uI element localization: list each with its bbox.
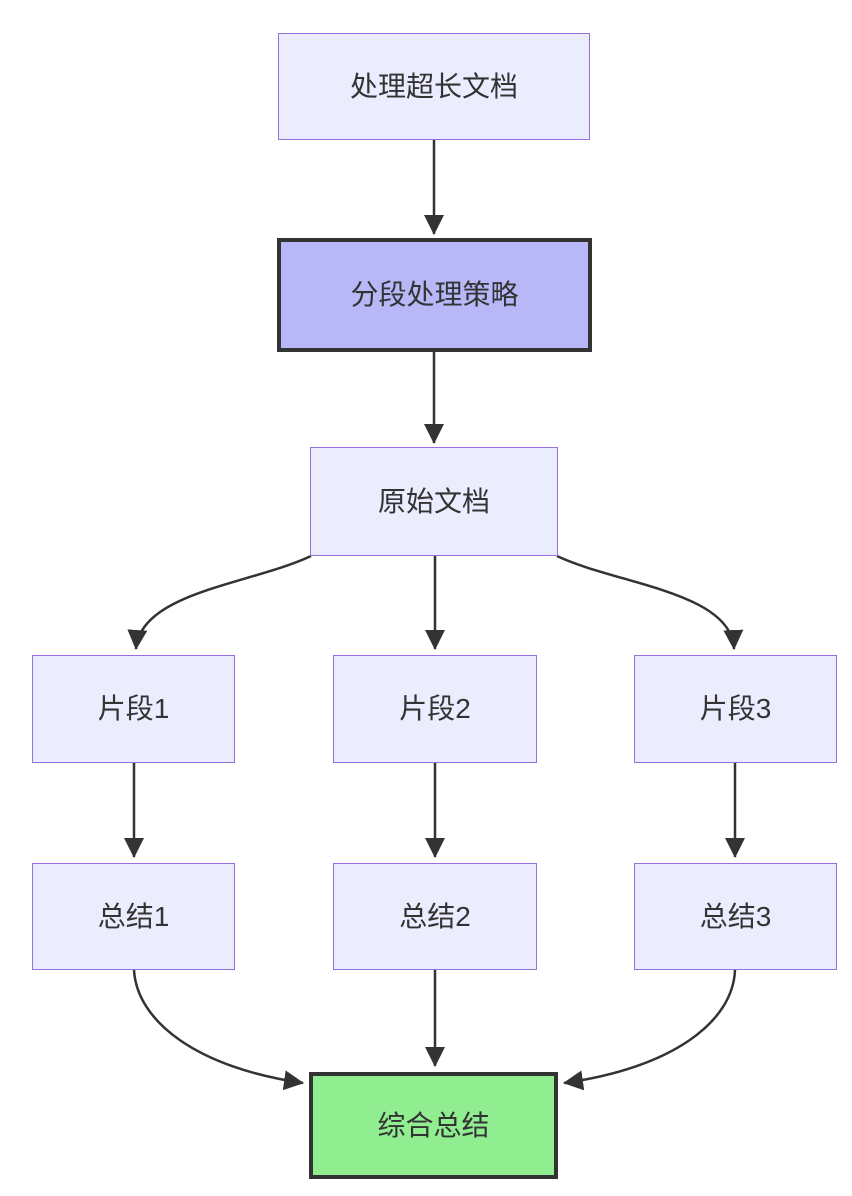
node-fragment-1-label: 片段1 <box>97 693 170 725</box>
edge-sum3-final <box>563 969 737 1091</box>
node-fragment-3-label: 片段3 <box>699 693 772 725</box>
node-handle-long-document-label: 处理超长文档 <box>349 70 518 102</box>
node-summary-1-label: 总结1 <box>97 900 170 932</box>
node-fragment-1: 片段1 <box>32 655 235 763</box>
node-segmentation-strategy: 分段处理策略 <box>277 238 592 352</box>
edge-doc-chunk3 <box>556 554 744 650</box>
node-original-document: 原始文档 <box>310 447 558 556</box>
node-summary-3-label: 总结3 <box>699 900 772 932</box>
node-fragment-3: 片段3 <box>634 655 837 763</box>
node-summary-1: 总结1 <box>32 863 235 970</box>
node-handle-long-document: 处理超长文档 <box>278 33 590 140</box>
node-summary-3: 总结3 <box>634 863 837 970</box>
node-fragment-2-label: 片段2 <box>399 693 471 725</box>
node-original-document-label: 原始文档 <box>377 485 490 517</box>
edge-doc-chunk1 <box>127 554 312 650</box>
edge-sum1-final <box>132 969 304 1091</box>
node-fragment-2: 片段2 <box>333 655 537 763</box>
node-combined-summary: 综合总结 <box>309 1072 558 1179</box>
node-summary-2: 总结2 <box>333 863 537 970</box>
node-segmentation-strategy-label: 分段处理策略 <box>350 279 519 311</box>
node-summary-2-label: 总结2 <box>399 900 471 932</box>
node-combined-summary-label: 综合总结 <box>377 1109 490 1141</box>
